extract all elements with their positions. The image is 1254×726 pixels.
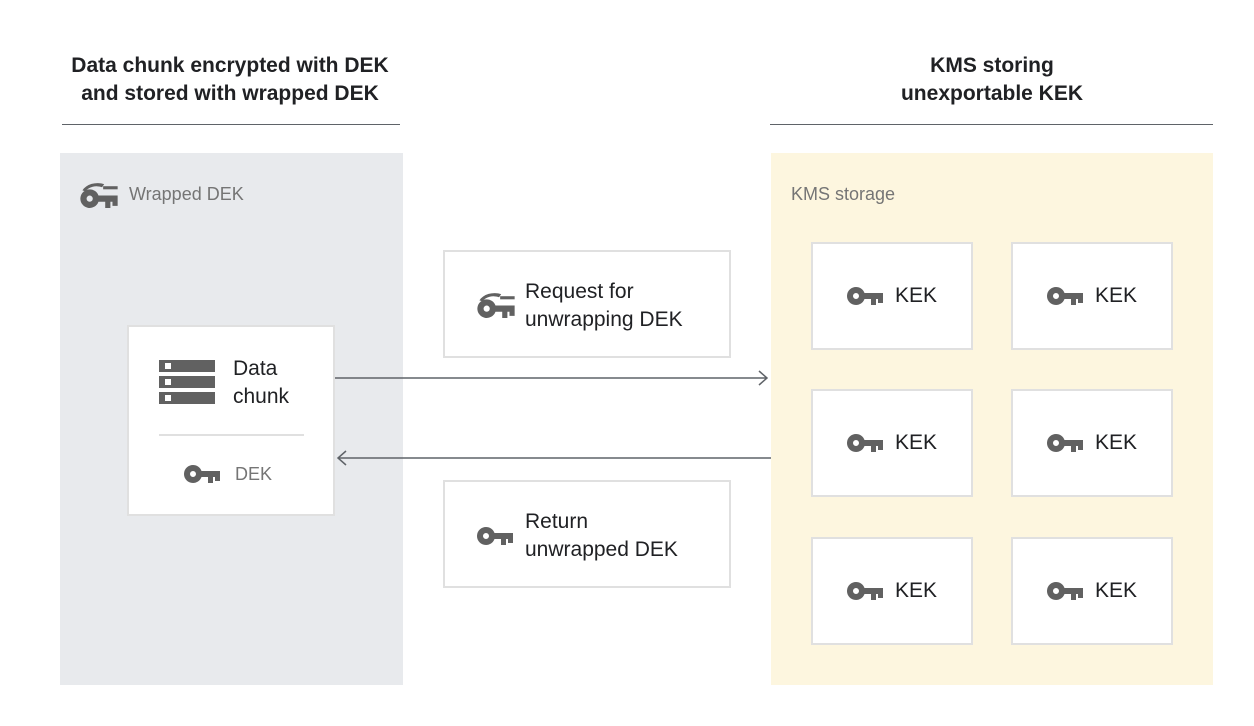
right-heading: KMS storing unexportable KEK: [800, 52, 1184, 108]
key-icon: [847, 581, 883, 601]
key-icon: [847, 433, 883, 453]
request-arrow: [335, 370, 769, 386]
left-heading-rule: [62, 124, 400, 125]
kek-card: KEK: [1011, 389, 1173, 497]
key-icon: [1047, 433, 1083, 453]
flow-arrows: [335, 370, 771, 466]
key-icon: [1047, 581, 1083, 601]
right-heading-line1: KMS storing: [930, 54, 1054, 77]
return-dek-box: Return unwrapped DEK: [443, 480, 731, 588]
kek-label: KEK: [894, 284, 938, 307]
dek-label: DEK: [235, 464, 273, 484]
wrapped-key-icon: [80, 180, 118, 209]
wrapped-dek-label: Wrapped DEK: [129, 184, 244, 204]
kek-label: KEK: [1094, 431, 1138, 454]
kek-label: KEK: [894, 579, 938, 602]
kek-card: KEK: [1011, 242, 1173, 350]
key-icon: [1047, 286, 1083, 306]
kek-card: KEK: [811, 242, 973, 350]
key-icon: [847, 286, 883, 306]
server-icon: [159, 360, 215, 404]
return-line2: unwrapped DEK: [525, 538, 678, 561]
kek-card: KEK: [811, 537, 973, 645]
left-heading-line2: and stored with wrapped DEK: [81, 82, 379, 105]
data-chunk-label: Data chunk: [233, 355, 289, 411]
kek-label: KEK: [1094, 284, 1138, 307]
key-icon: [477, 526, 513, 546]
card-divider: [159, 434, 304, 436]
request-line2: unwrapping DEK: [525, 308, 683, 331]
request-label: Request for unwrapping DEK: [525, 278, 683, 334]
request-line1: Request for: [525, 280, 634, 303]
request-unwrap-box: Request for unwrapping DEK: [443, 250, 731, 358]
left-heading: Data chunk encrypted with DEK and stored…: [40, 52, 420, 108]
kek-label: KEK: [1094, 579, 1138, 602]
data-chunk-line1: Data: [233, 357, 278, 380]
return-line1: Return: [525, 510, 589, 533]
return-label: Return unwrapped DEK: [525, 508, 678, 564]
data-chunk-line2: chunk: [233, 385, 290, 408]
right-heading-rule: [770, 124, 1213, 125]
kek-card: KEK: [1011, 537, 1173, 645]
kms-storage-label: KMS storage: [791, 184, 896, 204]
return-arrow: [336, 450, 771, 466]
kek-label: KEK: [894, 431, 938, 454]
left-heading-line1: Data chunk encrypted with DEK: [71, 54, 389, 77]
data-chunk-card: Data chunk DEK: [127, 325, 335, 516]
wrapped-key-icon: [477, 290, 515, 319]
kek-card: KEK: [811, 389, 973, 497]
right-heading-line2: unexportable KEK: [900, 82, 1084, 105]
key-icon: [184, 464, 220, 484]
